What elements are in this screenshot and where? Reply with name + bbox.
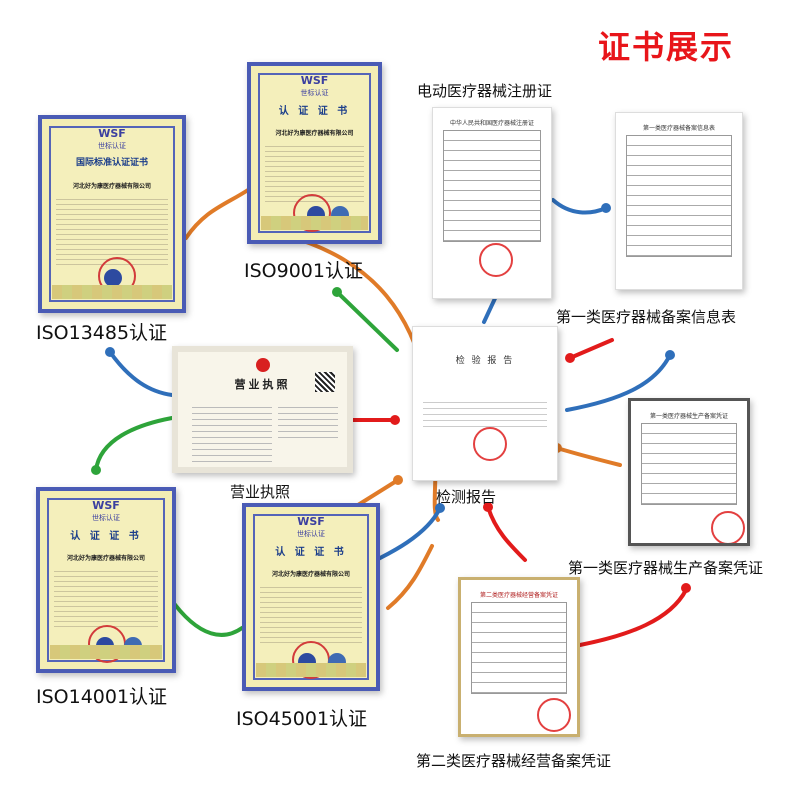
production-record-certificate: 第一类医疗器械生产备案凭证 [628,398,750,546]
connector-dot [665,350,675,360]
red-seal [293,194,331,232]
label-iso14001: ISO14001认证 [36,686,168,708]
label-iso13485: ISO13485认证 [36,322,168,344]
connector-dot [483,502,493,512]
wsf-logo: WSF [92,499,120,512]
label-test-report: 检测报告 [436,488,497,506]
qr-code-icon [315,372,335,392]
connector-orange-right [386,544,434,610]
connector-dot [435,503,445,513]
connector-red-down [486,505,527,562]
iso45001-certificate: WSF 世标认证 认 证 证 书 河北好为康医疗器械有限公司 [242,503,380,691]
connector-dot [91,465,101,475]
connector-dot [565,353,575,363]
operation-record-certificate: 第二类医疗器械经营备案凭证 [458,577,580,737]
label-business-license: 营业执照 [230,483,291,501]
label-iso9001: ISO9001认证 [244,260,363,282]
iaf-badge [104,269,122,287]
page-title: 证书展示 [598,28,735,66]
connector-dot [332,287,342,297]
connector-orange-report [356,478,400,507]
connector-blue-right [565,353,672,412]
label-record-info: 第一类医疗器械备案信息表 [556,308,737,326]
connector-green-report [335,290,399,352]
label-production-record: 第一类医疗器械生产备案凭证 [568,559,764,577]
registration-certificate: 中华人民共和国医疗器械注册证 [432,107,552,299]
connector-dot [105,347,115,357]
wsf-logo: WSF [98,127,126,140]
iso9001-certificate: WSF 世标认证 认 证 证 书 河北好为康医疗器械有限公司 [247,62,382,244]
label-operation-record: 第二类医疗器械经营备案凭证 [416,752,612,770]
connector-green-bottom [168,596,244,637]
connector-red-right [568,338,614,360]
test-report: 检 验 报 告 [412,326,558,481]
connector-blue-left [108,350,174,397]
iso13485-certificate: WSF 世标认证 国际标准认证证书 河北好为康医疗器械有限公司 [38,115,186,313]
red-seal [537,698,571,732]
record-info-sheet: 第一类医疗器械备案信息表 [615,112,743,290]
business-license: 营业执照 [172,346,353,473]
connector-blue-record [551,198,608,215]
connector-dot [681,583,691,593]
red-seal [711,511,745,543]
connector-dot [393,475,403,485]
connector-dot [390,415,400,425]
label-registration: 电动医疗器械注册证 [417,82,553,100]
red-seal [479,243,513,277]
label-iso45001: ISO45001认证 [236,708,368,730]
connector-green-left [94,416,174,472]
red-seal [473,427,507,461]
national-emblem-icon [255,358,270,372]
connector-orange-production [555,446,622,467]
connector-dot [601,203,611,213]
wsf-logo: WSF [300,74,329,87]
connector-red-operation [578,588,688,647]
iso14001-certificate: WSF 世标认证 认 证 证 书 河北好为康医疗器械有限公司 [36,487,176,673]
connector-iso13485-iso9001 [184,188,250,240]
wsf-logo: WSF [297,515,325,528]
